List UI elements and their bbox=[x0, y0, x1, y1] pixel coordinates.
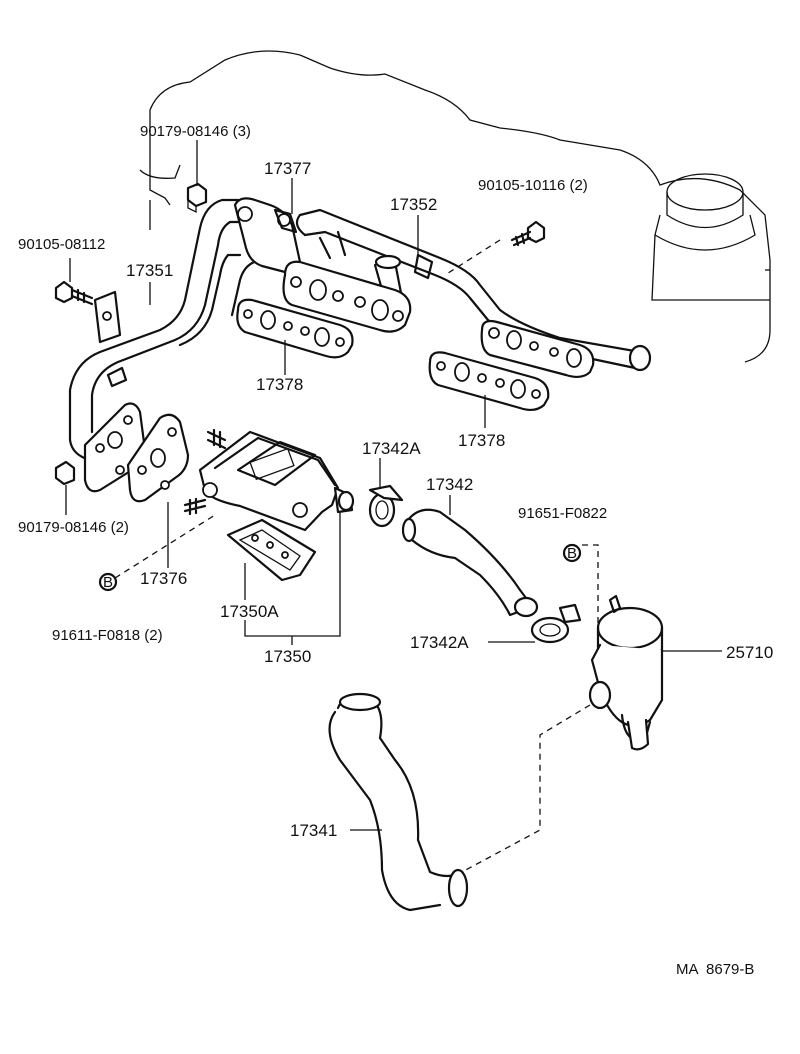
valve-25710 bbox=[588, 594, 664, 751]
ref-mark-b-left: B bbox=[98, 572, 118, 592]
callout-17350: 17350 bbox=[264, 647, 311, 666]
callout-91651-F0822: 91651-F0822 bbox=[518, 505, 607, 522]
ref-mark-b-right: B bbox=[562, 543, 582, 563]
callout-17378-left: 17378 bbox=[256, 375, 303, 394]
leader-lines bbox=[65, 140, 722, 831]
nut-90179-upper bbox=[186, 182, 208, 214]
callout-25710: 25710 bbox=[726, 643, 773, 662]
bolt-90105-10116 bbox=[510, 220, 546, 247]
callout-17378-right: 17378 bbox=[458, 431, 505, 450]
ref-mark-b-right-label: B bbox=[567, 545, 577, 562]
callout-90105-10116: 90105-10116 (2) bbox=[478, 177, 588, 194]
callout-91611-F0818: 91611-F0818 (2) bbox=[52, 627, 163, 644]
figure-code: MA 8679-B bbox=[676, 961, 754, 978]
callout-17376: 17376 bbox=[140, 569, 187, 588]
ref-mark-b-left-label: B bbox=[103, 574, 113, 591]
callout-90179-08146-3: 90179-08146 (3) bbox=[140, 123, 251, 140]
nut-90179-lower bbox=[54, 460, 76, 486]
callout-17342A-lower: 17342A bbox=[410, 633, 469, 652]
callout-17341: 17341 bbox=[290, 821, 337, 840]
engine-cover-outline bbox=[139, 50, 771, 363]
gasket-17378-right bbox=[428, 351, 550, 412]
bracket-17377 bbox=[233, 197, 302, 274]
gasket-17376 bbox=[126, 413, 190, 503]
callout-labels: 90179-08146 (3) 17377 17352 90105-10116 … bbox=[18, 123, 773, 978]
callout-17350A: 17350A bbox=[220, 602, 279, 621]
callout-90179-08146-2: 90179-08146 (2) bbox=[18, 519, 129, 536]
flange-upper-17352 bbox=[282, 260, 412, 333]
hose-17341 bbox=[328, 692, 469, 912]
callout-17352: 17352 bbox=[390, 195, 437, 214]
gasket-17378-left bbox=[236, 298, 354, 359]
callout-17351: 17351 bbox=[126, 261, 173, 280]
callout-17342: 17342 bbox=[426, 475, 473, 494]
valve-17350 bbox=[183, 428, 355, 532]
dashed-lines bbox=[114, 239, 599, 873]
clamp-17342A-lower bbox=[530, 603, 582, 644]
bolt-90105-08112 bbox=[54, 280, 94, 306]
callout-17342A-upper: 17342A bbox=[362, 439, 421, 458]
callout-90105-08112: 90105-08112 bbox=[18, 236, 105, 253]
flange-right-17352 bbox=[480, 319, 595, 379]
callout-17377: 17377 bbox=[264, 159, 311, 178]
gasket-17350A bbox=[226, 518, 317, 582]
hose-17342 bbox=[401, 508, 539, 618]
clamp-17342A-upper bbox=[368, 484, 404, 528]
